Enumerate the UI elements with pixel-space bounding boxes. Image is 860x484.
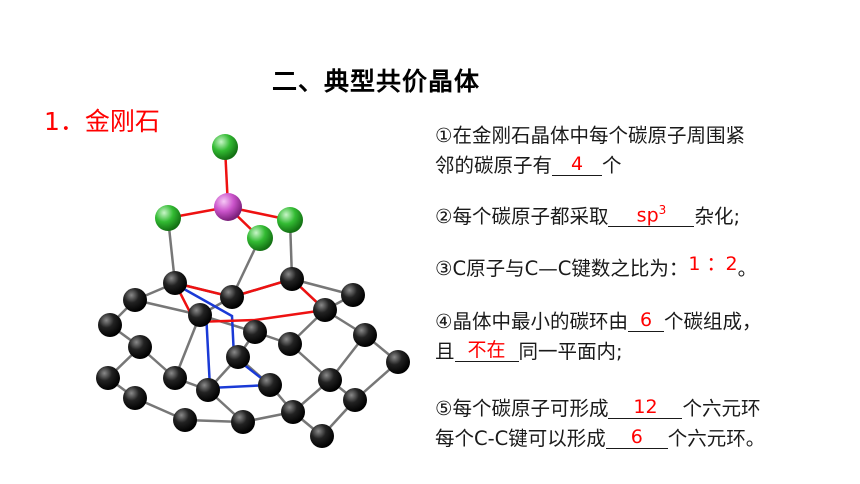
question-5-suffix: 个六元环 [682, 397, 761, 420]
answer-text: 4 [570, 153, 584, 175]
question-2-text: ②每个碳原子都采取 [435, 205, 609, 228]
answer-superscript: 3 [658, 202, 667, 217]
question-2-suffix: 杂化; [694, 205, 741, 228]
question-4-line1: ④晶体中最小的碳环由 6 个碳组成， [435, 307, 855, 337]
question-3: ③C原子与C—C键数之比为：1 ：2。 [435, 253, 855, 284]
question-4-suffix: 个碳组成， [663, 310, 762, 333]
question-5-text2: 每个C-C键可以形成 [435, 427, 606, 450]
answer-text: sp3 [608, 200, 694, 225]
question-4-text: ④晶体中最小的碳环由 [435, 310, 628, 333]
diamond-structure-diagram [96, 134, 410, 448]
question-5-line2: 每个C-C键可以形成 6 个六元环。 [435, 424, 855, 454]
answer-blank: 12 [608, 394, 683, 419]
question-4: ④晶体中最小的碳环由 6 个碳组成， 且不在同一平面内; [435, 307, 855, 367]
neighbor-atoms [155, 134, 303, 251]
question-3-suffix: 。 [737, 257, 758, 280]
answer-blank: 6 [605, 424, 668, 449]
tetrahedral-bonds [167, 146, 291, 239]
question-4-text2: 且 [435, 340, 455, 363]
answer-blank: 6 [627, 307, 664, 332]
question-5: ⑤每个碳原子可形成 12 个六元环 每个C-C键可以形成 6 个六元环。 [435, 394, 855, 454]
question-3-text: ③C原子与C—C键数之比为： [435, 257, 689, 280]
answer-text: 6 [630, 426, 643, 448]
answer-text: 1 ：2 [688, 253, 738, 275]
question-1-line1: ①在金刚石晶体中每个碳原子周围紧 [435, 124, 745, 147]
question-1-suffix: 个 [602, 154, 622, 177]
question-5-text: ⑤每个碳原子可形成 [435, 397, 609, 420]
answer-text: 12 [633, 396, 658, 418]
question-4-suffix2: 同一平面内; [518, 340, 623, 363]
question-4-line2: 且不在同一平面内; [435, 337, 855, 367]
central-carbon-atom [214, 193, 242, 221]
section-label: 1．金刚石 [44, 107, 160, 136]
answer-blank: 4 [552, 151, 603, 176]
answer-text: 不在 [467, 339, 506, 361]
answer-blank: 不在 [454, 337, 519, 362]
question-5-line1: ⑤每个碳原子可形成 12 个六元环 [435, 394, 855, 424]
answer-blank: sp3 [608, 200, 695, 227]
lattice-atoms [96, 267, 410, 448]
question-1-text: 邻的碳原子有 [435, 154, 553, 177]
question-5-suffix2: 个六元环。 [667, 427, 766, 450]
answer-base: sp [636, 204, 659, 226]
answer-text: 6 [639, 309, 653, 331]
chair-ring-highlight [167, 278, 274, 390]
slide-title: 二、典型共价晶体 [272, 67, 481, 96]
